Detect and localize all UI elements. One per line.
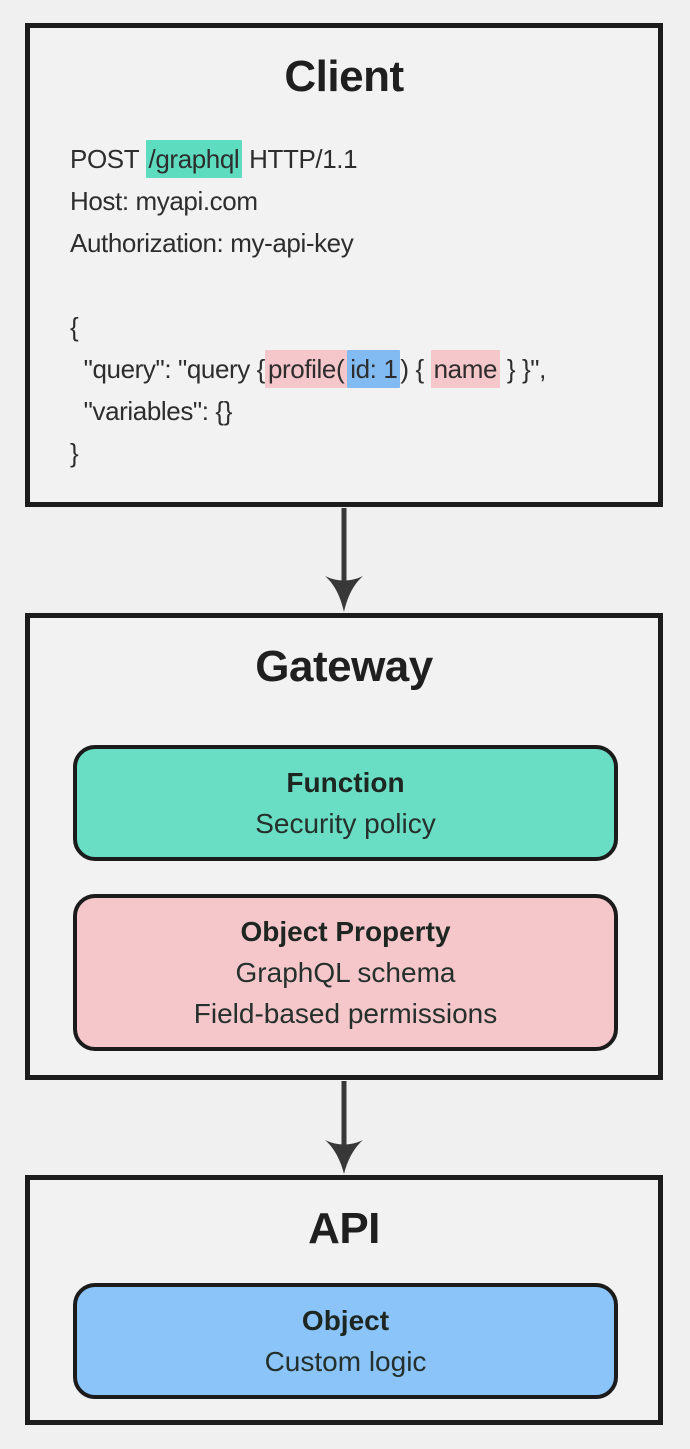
code-line (70, 264, 648, 306)
code-text: } (70, 438, 79, 468)
highlight-pink: profile( (264, 350, 348, 388)
code-line: POST /graphql HTTP/1.1 (70, 138, 648, 180)
card-object-property-line: GraphQL schema (235, 957, 456, 988)
code-line: Host: myapi.com (70, 180, 648, 222)
code-text: HTTP/1.1 (242, 144, 358, 174)
code-line: "query": "query {profile(id: 1) { name }… (70, 348, 648, 390)
code-text: { (70, 312, 79, 342)
gateway-title: Gateway (255, 642, 433, 691)
code-text: Authorization: my-api-key (70, 228, 354, 258)
card-object-property-line: Field-based permissions (193, 998, 498, 1029)
arrow-gateway-to-api (325, 1081, 363, 1174)
code-text: "variables": {} (70, 396, 233, 426)
highlight-pink: name (430, 350, 501, 388)
code-text: Host: myapi.com (70, 186, 258, 216)
card-object-line: Custom logic (264, 1346, 427, 1377)
card-object-title: Object (301, 1305, 390, 1336)
highlight-blue: id: 1 (347, 350, 401, 388)
card-function-title: Function (286, 767, 405, 798)
client-title: Client (284, 52, 404, 101)
code-text: } }", (500, 354, 546, 384)
arrow-client-to-gateway (325, 508, 363, 612)
api-title: API (308, 1204, 380, 1253)
code-line: Authorization: my-api-key (70, 222, 648, 264)
card-function-line: Security policy (255, 808, 436, 839)
code-line: { (70, 306, 648, 348)
code-text: "query": "query { (70, 354, 266, 384)
highlight-teal: /graphql (145, 140, 243, 178)
code-line: } (70, 432, 648, 474)
code-line: "variables": {} (70, 390, 648, 432)
code-text: ) { (400, 354, 431, 384)
card-object-property-title: Object Property (240, 916, 451, 947)
code-text: POST (70, 144, 146, 174)
